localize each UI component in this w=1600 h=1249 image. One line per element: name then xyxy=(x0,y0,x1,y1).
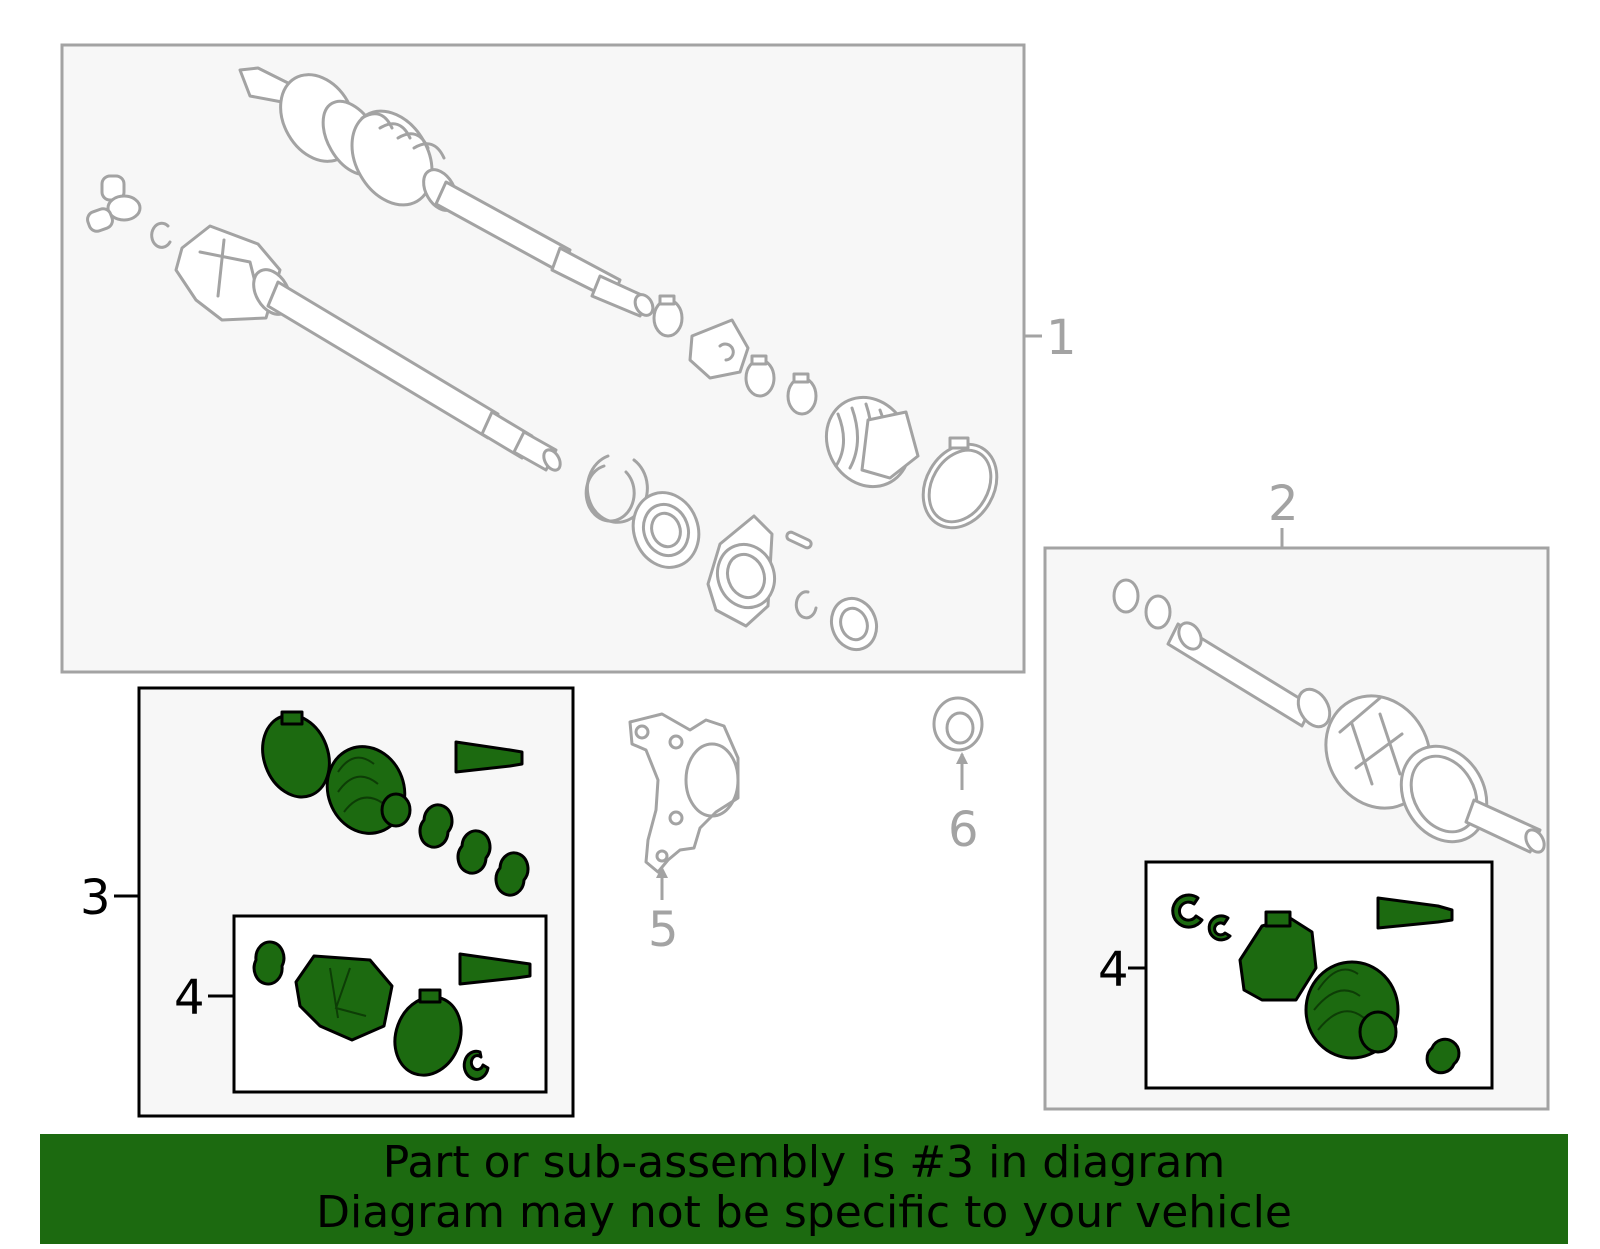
bearing-and-hub xyxy=(584,454,879,652)
snap-ring-right-a xyxy=(1171,893,1204,929)
assembly-2-group: 2 4 xyxy=(1043,476,1550,1111)
notice-banner: Part or sub-assembly is #3 in diagram Di… xyxy=(40,1134,1568,1244)
part-6-bushing: 6 xyxy=(932,696,984,858)
callout-4-left: 4 xyxy=(174,970,205,1026)
upper-axle-shaft xyxy=(238,66,655,318)
boot-clamp-c xyxy=(494,851,530,897)
snap-ring-left xyxy=(462,1049,490,1081)
banner-line-1: Part or sub-assembly is #3 in diagram xyxy=(382,1137,1226,1188)
callout-6: 6 xyxy=(948,802,979,858)
sub-assembly-4-left: 4 xyxy=(174,914,548,1094)
lower-axle-shaft xyxy=(174,224,562,472)
part-5-knuckle: 5 xyxy=(628,712,740,958)
assembly-1-frame xyxy=(60,43,1026,674)
callout-2: 2 xyxy=(1268,476,1299,532)
boot-clamp-a xyxy=(418,803,454,849)
outer-joint-boot xyxy=(824,395,999,530)
sub-assembly-4-left-frame xyxy=(232,914,548,1094)
dust-shield-left xyxy=(458,952,532,986)
boot-ring-left xyxy=(393,995,463,1077)
boot-clamp-b xyxy=(456,829,492,875)
snap-ring-right-b xyxy=(1207,914,1232,942)
callout-1: 1 xyxy=(1046,310,1077,366)
banner-line-2: Diagram may not be specific to your vehi… xyxy=(316,1187,1292,1238)
assembly-1-group: 1 xyxy=(60,43,1077,674)
callout-4-right: 4 xyxy=(1098,942,1129,998)
assembly-3-group: 3 4 xyxy=(80,686,575,1118)
boot-clamp-right xyxy=(1425,1037,1461,1075)
dust-shield xyxy=(454,740,524,774)
boot-clamp-left xyxy=(252,940,286,986)
inner-boot-left xyxy=(294,954,394,1042)
sub-assembly-4-right: 4 xyxy=(1098,860,1494,1090)
assembly-2-shaft xyxy=(1112,578,1546,854)
callout-3: 3 xyxy=(80,870,111,926)
dust-shield-right xyxy=(1376,896,1454,930)
boot-clamps-upper xyxy=(652,294,818,416)
tripod-joint xyxy=(86,174,172,249)
callout-5: 5 xyxy=(648,902,679,958)
